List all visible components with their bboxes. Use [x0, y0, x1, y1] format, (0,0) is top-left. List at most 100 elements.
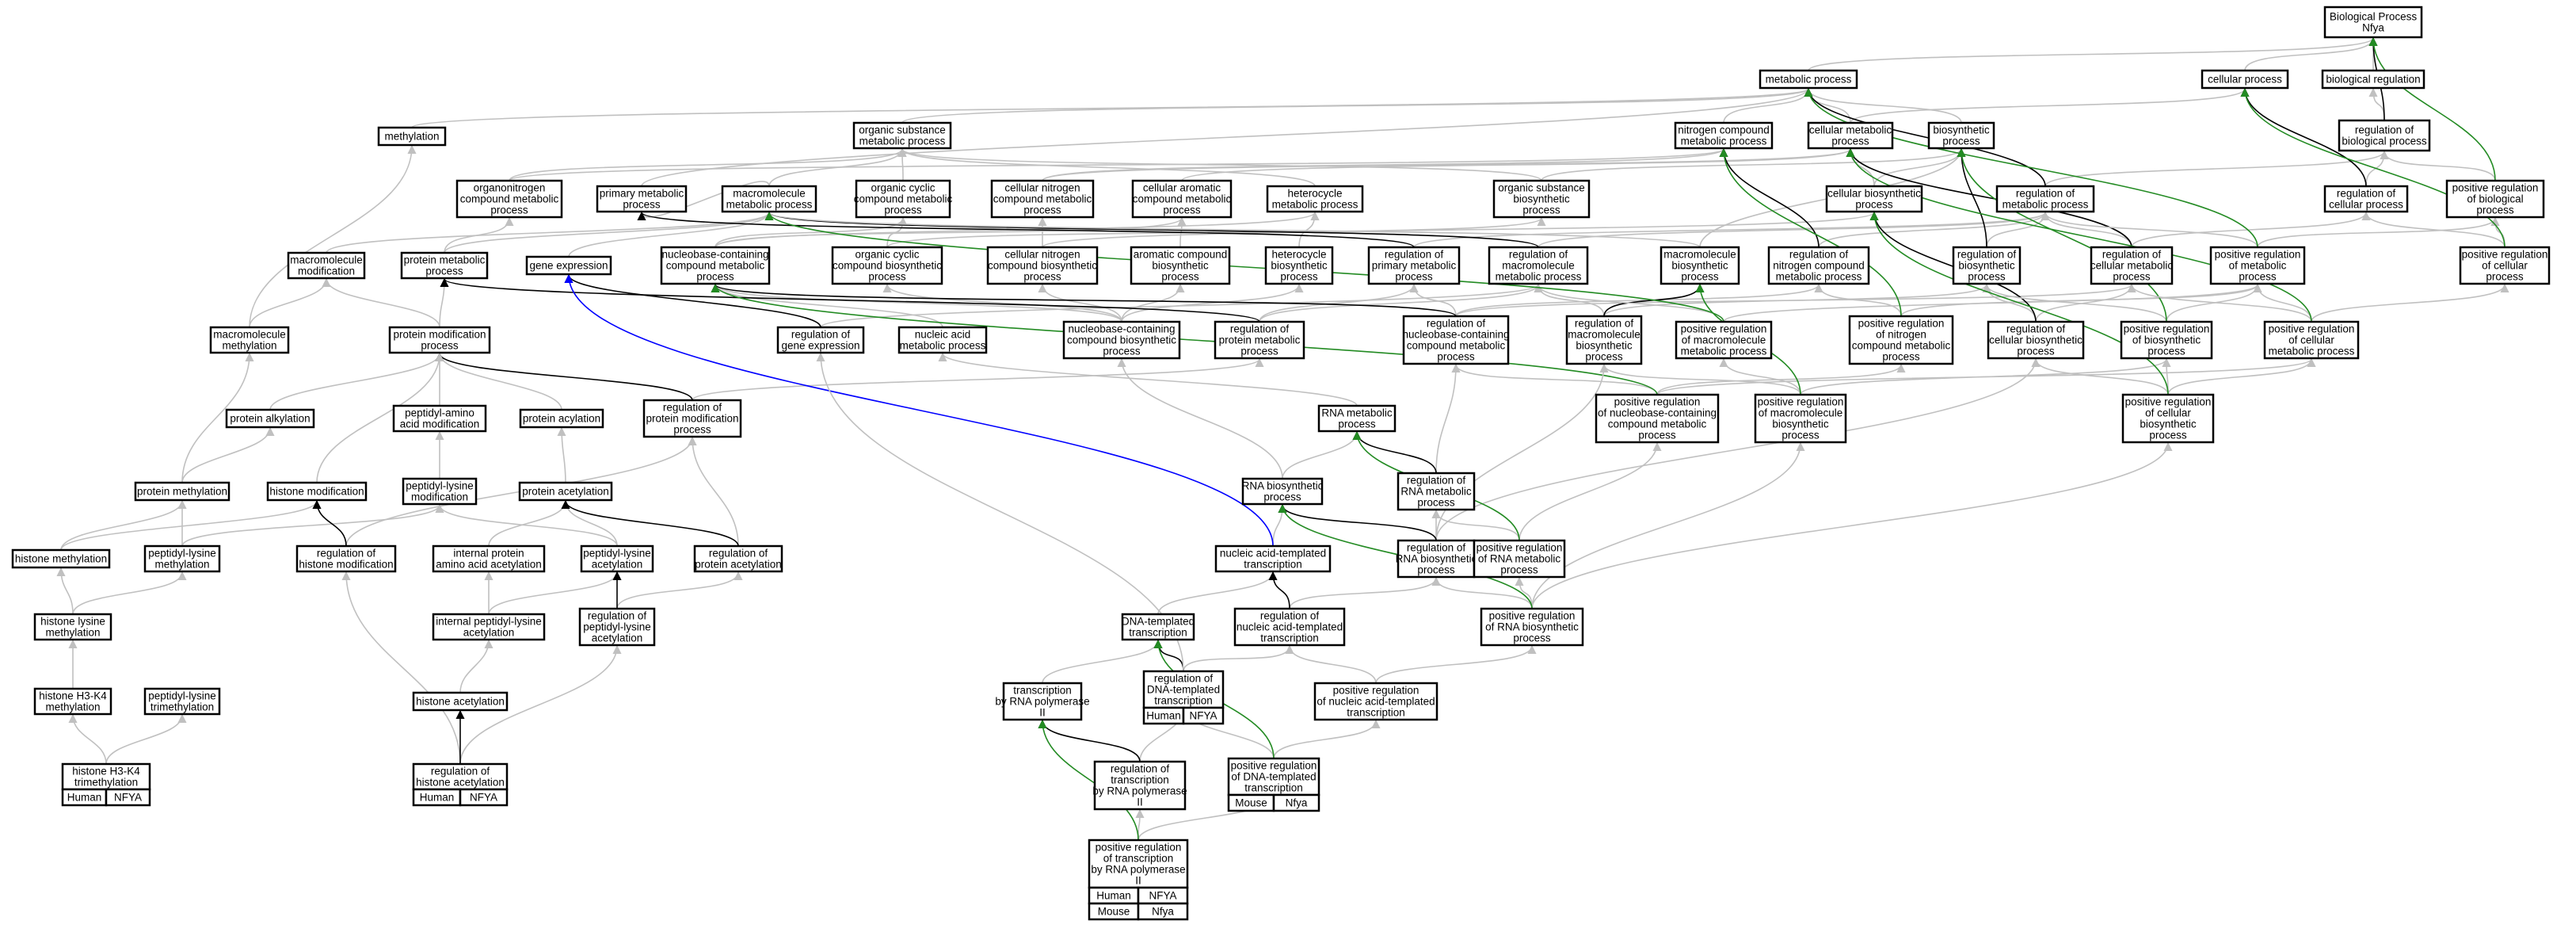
- go-term-histone-modification[interactable]: histone modification: [266, 481, 368, 502]
- go-term-histone-methylation[interactable]: histone methylation: [11, 548, 111, 569]
- term-box: [1675, 320, 1773, 360]
- go-term-regulation-macromolecule-biosynthetic[interactable]: regulation ofmacromoleculebiosyntheticpr…: [1565, 315, 1643, 365]
- term-box: [1565, 315, 1643, 365]
- go-term-methylation[interactable]: methylation: [377, 126, 447, 147]
- go-term-regulation-nucleobase-containing-compound-metabolic[interactable]: regulation ofnucleobase-containingcompou…: [1402, 315, 1510, 365]
- go-term-regulation-dna-templated-transcription[interactable]: regulation ofDNA-templatedtranscriptionH…: [1142, 670, 1225, 725]
- go-term-biological-regulation[interactable]: biological regulation: [2321, 69, 2425, 90]
- term-label-line: biosynthetic: [2140, 418, 2197, 430]
- go-term-protein-methylation[interactable]: protein methylation: [134, 481, 231, 502]
- go-term-protein-acetylation[interactable]: protein acetylation: [518, 481, 613, 502]
- term-label-line: compound metabolic: [666, 260, 765, 272]
- term-box: [518, 481, 613, 502]
- term-box: [2321, 69, 2425, 90]
- edge-is-a: [938, 352, 1358, 407]
- go-term-metabolic-process[interactable]: metabolic process: [1759, 69, 1858, 90]
- go-term-gene-expression[interactable]: gene expression: [525, 255, 612, 276]
- go-term-protein-acylation[interactable]: protein acylation: [519, 408, 604, 429]
- go-term-cellular-process[interactable]: cellular process: [2201, 69, 2289, 90]
- go-term-histone-acetylation[interactable]: histone acetylation: [412, 691, 509, 712]
- term-label-line: nucleobase-containing: [1068, 323, 1175, 335]
- go-term-protein-alkylation[interactable]: protein alkylation: [225, 408, 315, 429]
- term-box: [1825, 185, 1923, 213]
